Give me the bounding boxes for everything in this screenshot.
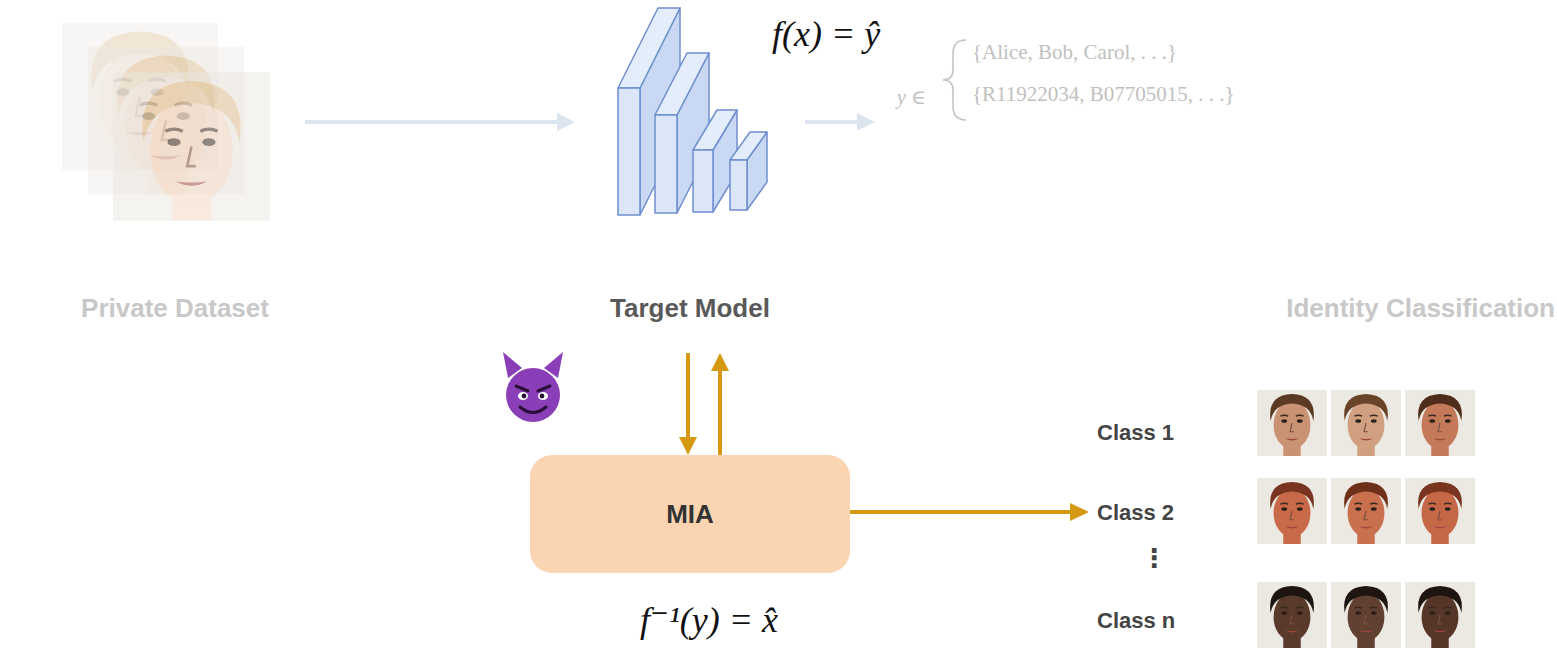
dataset-group: Private Dataset: [45, 0, 305, 345]
group-caption: Identity Classification: [875, 293, 1557, 324]
cnn-blocks-part: [693, 150, 713, 212]
arrow-shaft: [686, 353, 690, 439]
class-faces-part: [1331, 478, 1401, 544]
class-faces-part: [1405, 390, 1475, 456]
attack-box: MIA: [530, 455, 850, 573]
cnn-blocks-part: [693, 110, 737, 150]
output-arrow: [850, 503, 1089, 521]
set-brace: [943, 40, 966, 120]
devil-emoji-part: [522, 394, 527, 399]
box-label: MIA: [666, 499, 714, 530]
cnn-blocks-part: [655, 53, 709, 115]
arrow-head: [557, 113, 575, 131]
id-set: {R11922034, B07705015, . . .}: [972, 82, 1235, 106]
cnn-blocks-part: [730, 132, 767, 160]
flow-arrow: [805, 113, 875, 131]
arrow-shaft: [305, 120, 559, 124]
class-faces-part: [1331, 582, 1401, 648]
private-faces: [62, 23, 270, 221]
class-label: Class 1: [1097, 420, 1174, 445]
cnn-blocks-part: [618, 8, 680, 88]
devil-emoji: [503, 352, 563, 422]
class-faces-part: [1257, 478, 1327, 544]
ellipsis-mark: ⋮: [1141, 544, 1167, 574]
class-faces: [1257, 390, 1475, 648]
flow-arrow: [711, 353, 729, 455]
output-arrow-part: [850, 510, 1072, 514]
flow-arrow: [679, 353, 697, 455]
cnn-blocks-part: [655, 115, 677, 213]
model-group: Target Model: [575, 0, 805, 345]
name-set: {Alice, Bob, Carol, . . .}: [972, 40, 1177, 64]
flow-arrow: [305, 113, 575, 131]
devil-emoji-part: [518, 392, 528, 400]
devil-emoji-part: [506, 368, 560, 422]
cnn-blocks-part: [618, 88, 640, 215]
devil-emoji-part: [516, 386, 550, 391]
cnn-blocks-part: [730, 160, 747, 210]
arrow-head: [711, 353, 729, 371]
private-faces-part: [113, 72, 270, 220]
group-caption: Private Dataset: [45, 293, 305, 324]
arrow-head: [857, 113, 875, 131]
class-faces-part: [1257, 390, 1327, 456]
model-function: f(x) = ŷ: [772, 14, 880, 55]
devil-emoji-part: [540, 394, 545, 399]
class-faces-part: [1405, 582, 1475, 648]
class-label: Class n: [1097, 608, 1175, 633]
class-faces-part: [1257, 582, 1327, 648]
devil-emoji-part: [520, 407, 546, 413]
inverse-function: f⁻¹(y) = x̂: [640, 600, 778, 641]
class-faces-part: [1405, 478, 1475, 544]
devil-emoji-part: [538, 392, 548, 400]
arrow-head: [679, 437, 697, 455]
output-arrow-part: [1070, 503, 1089, 521]
arrow-shaft: [805, 120, 859, 124]
arrow-shaft: [718, 369, 722, 455]
class-label: Class 2: [1097, 500, 1174, 525]
cnn-blocks: [618, 8, 767, 215]
class-faces-part: [1331, 390, 1401, 456]
set-symbol: y ∈: [897, 86, 926, 109]
group-caption: Target Model: [575, 293, 805, 324]
